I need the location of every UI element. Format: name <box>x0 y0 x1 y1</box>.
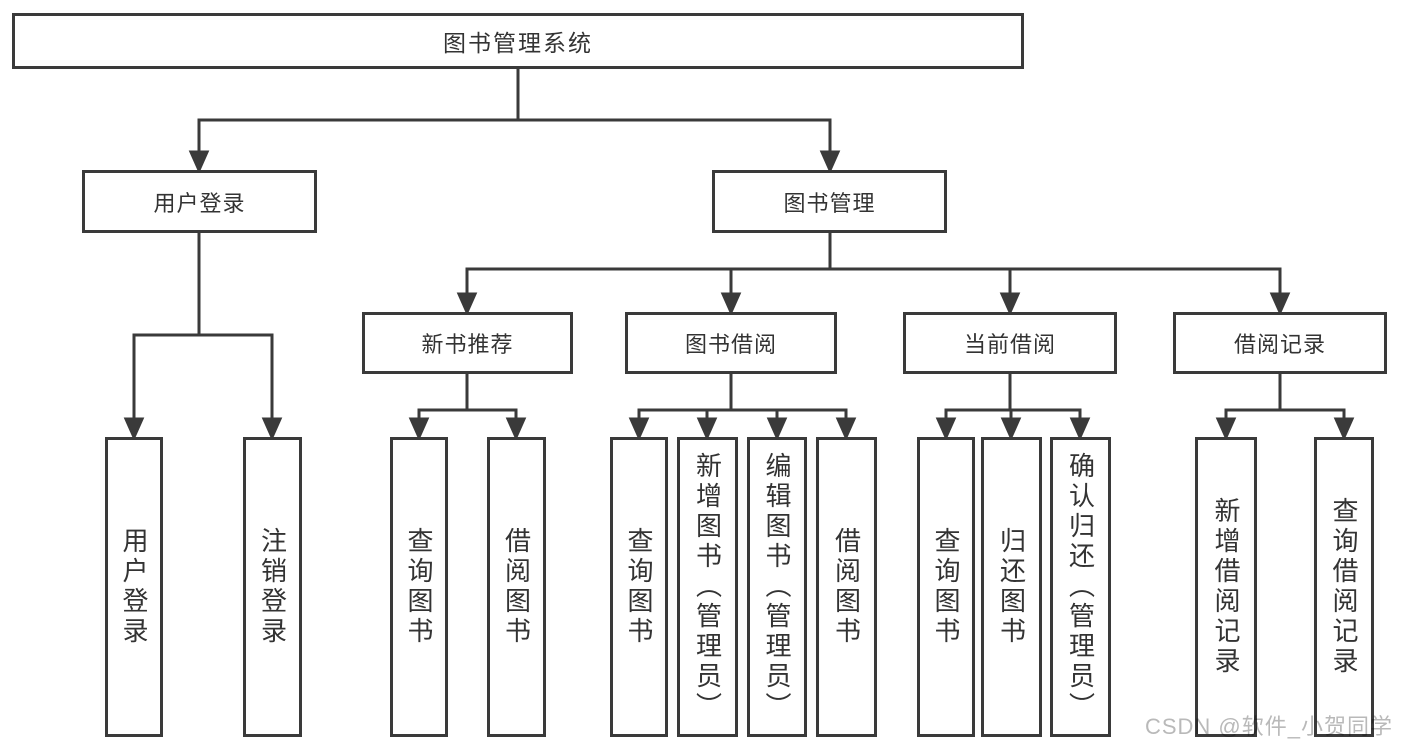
leaf-user-login-label: 用户登录 <box>119 527 149 647</box>
leaf-user-login: 用户登录 <box>105 437 163 737</box>
leaf-borrowing-query-books-label: 查询图书 <box>624 527 654 647</box>
node-book-management-label: 图书管理 <box>783 190 876 216</box>
leaf-recommend-query-books-label: 查询图书 <box>404 527 434 647</box>
leaf-borrowing-edit-books-admin-label: 编辑图书（管理员） <box>762 452 792 722</box>
node-user-login: 用户登录 <box>82 170 317 233</box>
node-root-system-label: 图书管理系统 <box>443 30 593 56</box>
leaf-borrowing-borrow-books: 借阅图书 <box>816 437 877 737</box>
leaf-records-add-record: 新增借阅记录 <box>1195 437 1257 737</box>
leaf-records-query-record-label: 查询借阅记录 <box>1329 497 1359 677</box>
csdn-watermark: CSDN @软件_小贺同学 <box>1144 714 1393 739</box>
leaf-current-confirm-return-admin-label: 确认归还（管理员） <box>1065 452 1096 722</box>
leaf-current-query-books-label: 查询图书 <box>931 527 961 647</box>
node-current-borrowing: 当前借阅 <box>903 312 1117 374</box>
node-root-system: 图书管理系统 <box>12 13 1024 69</box>
leaf-current-return-books: 归还图书 <box>981 437 1042 737</box>
leaf-borrowing-edit-books-admin: 编辑图书（管理员） <box>747 437 807 737</box>
leaf-records-add-record-label: 新增借阅记录 <box>1211 497 1241 677</box>
node-borrowing-records-label: 借阅记录 <box>1233 332 1326 357</box>
leaf-current-query-books: 查询图书 <box>917 437 975 737</box>
leaf-borrowing-borrow-books-label: 借阅图书 <box>831 527 862 647</box>
leaf-logout-label: 注销登录 <box>257 527 288 647</box>
node-borrowing-records: 借阅记录 <box>1173 312 1387 374</box>
leaf-borrowing-query-books: 查询图书 <box>610 437 668 737</box>
leaf-current-return-books-label: 归还图书 <box>996 527 1027 647</box>
leaf-borrowing-add-books-admin-label: 新增图书（管理员） <box>692 452 723 722</box>
node-book-management: 图书管理 <box>712 170 947 233</box>
leaf-recommend-query-books: 查询图书 <box>390 437 448 737</box>
node-new-book-recommendation-label: 新书推荐 <box>421 332 514 357</box>
node-user-login-label: 用户登录 <box>153 190 246 216</box>
leaf-borrowing-add-books-admin: 新增图书（管理员） <box>677 437 738 737</box>
leaf-recommend-borrow-books-label: 借阅图书 <box>501 527 532 647</box>
leaf-current-confirm-return-admin: 确认归还（管理员） <box>1050 437 1111 737</box>
leaf-records-query-record: 查询借阅记录 <box>1314 437 1374 737</box>
node-current-borrowing-label: 当前借阅 <box>963 332 1056 357</box>
node-book-borrowing: 图书借阅 <box>625 312 837 374</box>
leaf-recommend-borrow-books: 借阅图书 <box>487 437 546 737</box>
node-book-borrowing-label: 图书借阅 <box>684 332 777 357</box>
node-new-book-recommendation: 新书推荐 <box>362 312 573 374</box>
leaf-logout: 注销登录 <box>243 437 302 737</box>
